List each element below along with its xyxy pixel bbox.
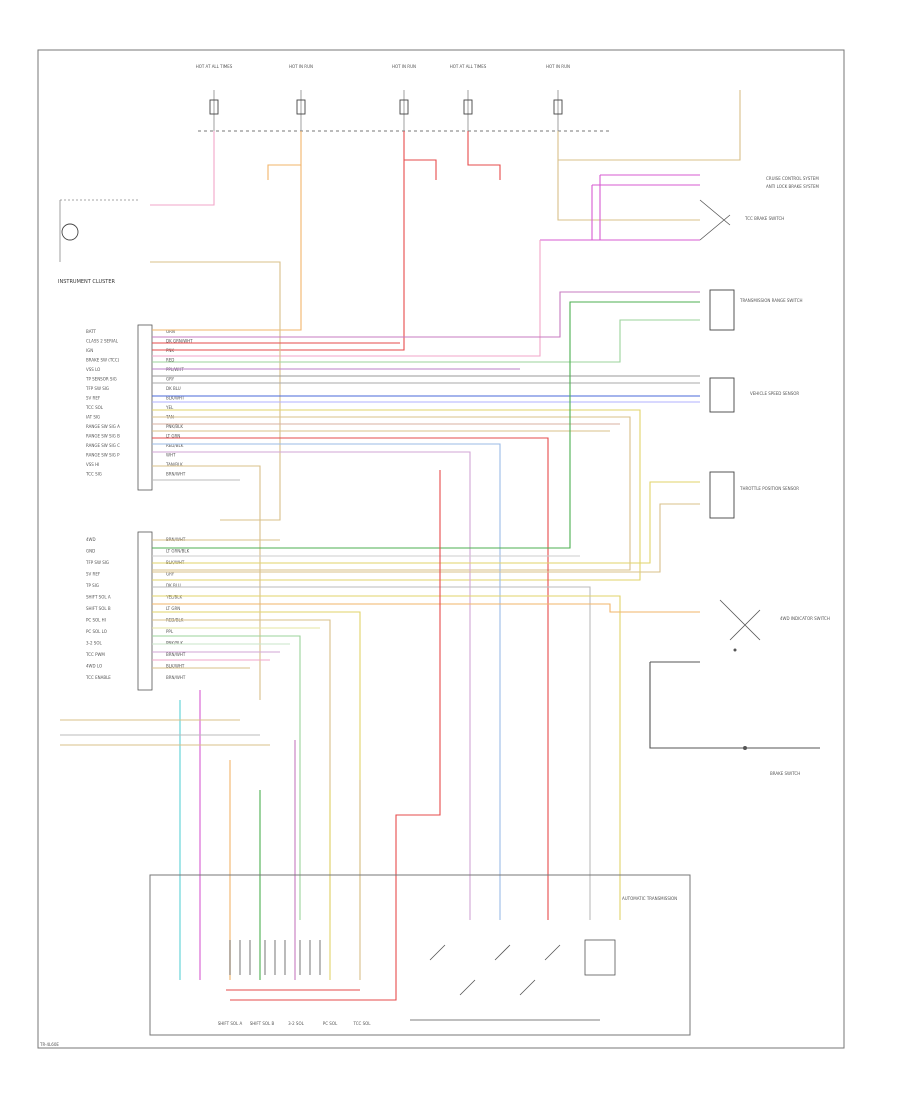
- solenoid-label-2: SHIFT SOL B: [250, 1021, 275, 1026]
- pcm-pin-label: PC SOL LO: [86, 629, 107, 634]
- pcm-wire-color-label: DK GRN/WHT: [166, 339, 193, 344]
- pcm-pin-label: BRAKE SW (TCC): [86, 358, 120, 363]
- pcm-pin-label: TCC SIG: [85, 472, 102, 477]
- component-label-4: TRANSMISSION RANGE SWITCH: [739, 298, 803, 303]
- fuse-label-1: HOT AT ALL TIMES: [196, 64, 233, 69]
- pcm-pin-label: GND: [86, 549, 95, 554]
- solenoid-label-5: TCC SOL: [353, 1021, 372, 1026]
- solenoid-label-1: SHIFT SOL A: [218, 1021, 243, 1026]
- fuse-label-2: HOT IN RUN: [289, 64, 313, 69]
- instrument-cluster-label: INSTRUMENT CLUSTER: [58, 279, 116, 285]
- pcm-pin-label: VSS LO: [86, 367, 100, 372]
- pcm-wire-color-label: ORN: [166, 329, 175, 334]
- pcm-pin-labels-c2: 4WD BRN/WHT GND LT GRN/BLK TFP SW SIG BLK/WHT…: [85, 537, 190, 680]
- pcm-pin-label: RANGE SW SIG P: [86, 453, 120, 458]
- pcm-pin-label: 5V REF: [86, 572, 101, 577]
- solenoid-label-3: 3-2 SOL: [288, 1021, 304, 1026]
- solenoids: [229, 939, 616, 1021]
- pcm-pin-label: 5V REF: [86, 396, 101, 401]
- pcm-wire-color-label: YEL/BLK: [165, 595, 183, 600]
- instrument-cluster: [59, 199, 140, 262]
- pcm-pin-label: TCC ENABLE: [85, 675, 111, 680]
- pcm-pin-label: SHIFT SOL A: [86, 595, 111, 600]
- solenoid-label-4: PC SOL: [323, 1021, 338, 1026]
- pcm-pin-label: BATT: [86, 329, 97, 334]
- component-label-5: VEHICLE SPEED SENSOR: [750, 391, 799, 396]
- pcm-connector-c1: [137, 324, 153, 491]
- pcm-pin-label: TP SIG: [85, 583, 99, 588]
- pcm-pin-label: RANGE SW SIG C: [86, 443, 120, 448]
- transmission-label: AUTOMATIC TRANSMISSION: [622, 896, 677, 901]
- pcm-wire-color-label: GRY: [166, 377, 175, 382]
- pcm-wire-color-label: BRN/WHT: [166, 675, 186, 680]
- pcm-wire-color-label: PPL: [166, 629, 174, 634]
- pcm-pin-label: RANGE SW SIG B: [86, 434, 120, 439]
- pcm-wire-color-label: BRN/WHT: [166, 472, 186, 477]
- wires: [60, 90, 820, 1001]
- pcm-pin-label: 4WD LO: [86, 664, 102, 669]
- pcm-pin-label: IAT SIG: [86, 415, 100, 420]
- pcm-wire-color-label: LT GRN: [166, 606, 180, 611]
- component-label-8: BRAKE SWITCH: [770, 771, 800, 776]
- pcm-pin-label: TFP SW SIG: [85, 560, 109, 565]
- pcm-pin-label: TFP SW SIG: [85, 386, 109, 391]
- pcm-wire-color-label: PNK/BLK: [166, 641, 183, 646]
- pcm-wire-color-label: BLK/WHT: [166, 396, 185, 401]
- pcm-wire-color-label: TAN/BLK: [165, 462, 183, 467]
- pcm-pin-label: TCC PWM: [85, 652, 105, 657]
- pcm-wire-color-label: PNK/BLK: [166, 424, 183, 429]
- transmission-box: [149, 874, 691, 1036]
- pcm-pin-label: PC SOL HI: [86, 618, 106, 623]
- pcm-pin-label: TP SENSOR SIG: [85, 377, 117, 382]
- component-label-3: TCC BRAKE SWITCH: [744, 216, 784, 221]
- fuse-group: [209, 90, 563, 131]
- pcm-wire-color-label: DK BLU: [166, 386, 181, 391]
- pcm-wire-color-label: WHT: [166, 453, 176, 458]
- pcm-wire-color-label: YEL: [165, 405, 174, 410]
- fuse-label-4: HOT AT ALL TIMES: [450, 64, 487, 69]
- pcm-wire-color-label: RED/BLK: [166, 443, 184, 448]
- pcm-wire-color-label: LT GRN/BLK: [166, 549, 190, 554]
- pcm-wire-color-label: RED: [166, 358, 174, 363]
- diagram-frame: [37, 49, 845, 1049]
- pcm-wire-color-label: BRN/WHT: [166, 652, 186, 657]
- component-label-1: CRUISE CONTROL SYSTEM: [766, 176, 819, 181]
- right-components: [699, 199, 761, 750]
- pcm-wire-color-label: DK BLU: [166, 583, 181, 588]
- pcm-pin-label: RANGE SW SIG A: [86, 424, 120, 429]
- pcm-wire-color-label: GRY: [166, 572, 175, 577]
- pcm-pin-label: IGN: [86, 348, 93, 353]
- pcm-pin-label: VSS HI: [86, 462, 99, 467]
- component-label-2: ANTI LOCK BRAKE SYSTEM: [766, 184, 820, 189]
- fuse-label-3: HOT IN RUN: [392, 64, 416, 69]
- component-label-7: 4WD INDICATOR SWITCH: [780, 616, 830, 621]
- component-label-6: THROTTLE POSITION SENSOR: [739, 486, 799, 491]
- footer-code: TR-4L60E: [39, 1042, 59, 1047]
- pcm-pin-label: 4WD: [86, 537, 96, 542]
- pcm-connector-c2: [137, 531, 153, 691]
- pcm-wire-color-label: LT GRN: [166, 434, 180, 439]
- fuse-label-5: HOT IN RUN: [546, 64, 570, 69]
- pcm-pin-label: CLASS 2 SERIAL: [86, 339, 119, 344]
- pcm-wire-color-label: BLK/WHT: [166, 664, 185, 669]
- pcm-pin-label: SHIFT SOL B: [86, 606, 111, 611]
- pcm-pin-label: 3-2 SOL: [86, 641, 102, 646]
- pcm-pin-label: TCC SOL: [85, 405, 104, 410]
